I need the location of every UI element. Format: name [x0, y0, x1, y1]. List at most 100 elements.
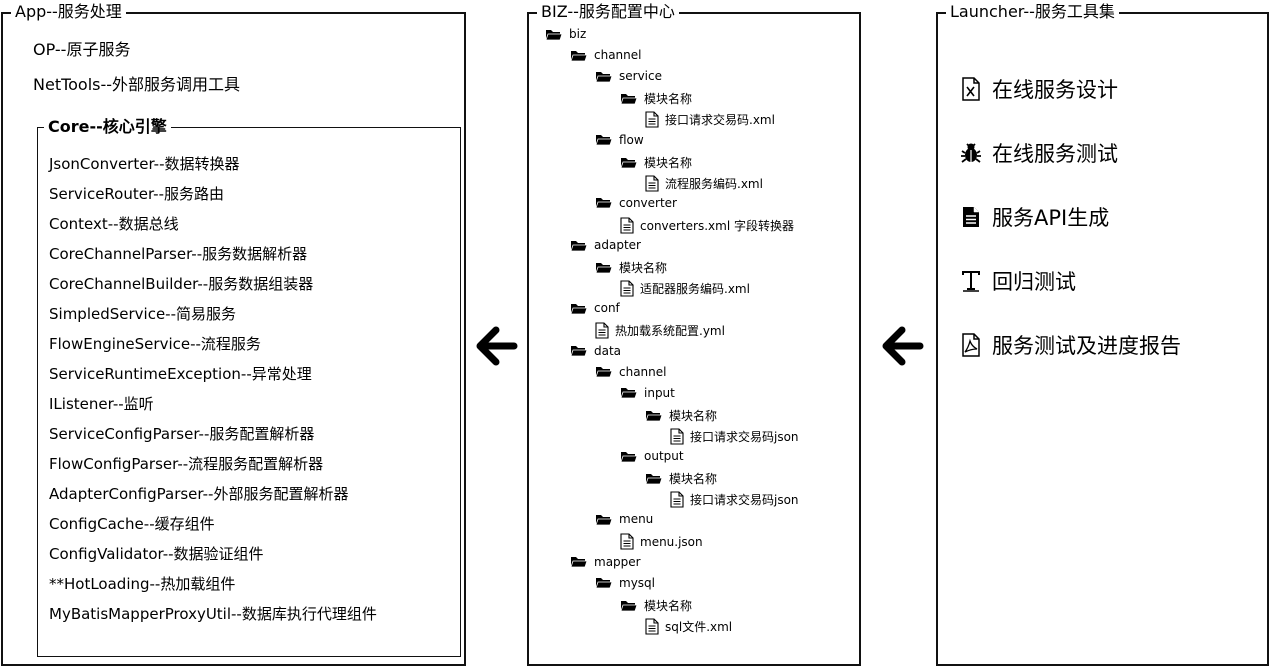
tree-file[interactable]: converters.xml 字段转换器 [620, 217, 794, 234]
tree-label: 模块名称 [669, 472, 718, 487]
excel-file-icon [960, 77, 982, 101]
tree-folder[interactable]: output [620, 449, 684, 463]
tree-folder[interactable]: mysql [595, 576, 655, 590]
folder-icon [595, 133, 619, 146]
tree-folder[interactable]: 模块名称 [620, 154, 692, 171]
app-item-op: OP--原子服务 [33, 40, 131, 59]
folder-icon [595, 365, 619, 378]
tree-folder[interactable]: menu [595, 512, 653, 526]
tree-label: flow [619, 132, 644, 147]
core-item: CoreChannelParser--服务数据解析器 [49, 245, 308, 263]
folder-icon [545, 28, 569, 41]
bug-icon [960, 141, 982, 165]
tree-label: 模块名称 [644, 598, 693, 613]
tool-api-generate[interactable]: 服务API生成 [960, 202, 1109, 232]
tree-label: 适配器服务编码.xml [640, 282, 750, 297]
file-icon [645, 175, 665, 192]
tree-file[interactable]: 接口请求交易码.xml [645, 111, 775, 128]
tool-online-design[interactable]: 在线服务设计 [960, 74, 1118, 104]
tree-file[interactable]: 流程服务编码.xml [645, 175, 763, 192]
tree-file[interactable]: sql文件.xml [645, 618, 732, 635]
folder-icon [620, 386, 644, 399]
tool-online-test[interactable]: 在线服务测试 [960, 138, 1118, 168]
arrow-left-icon [882, 326, 924, 366]
tree-file[interactable]: 适配器服务编码.xml [620, 280, 750, 297]
tree-label: service [619, 69, 662, 84]
tree-file[interactable]: 热加载系统配置.yml [595, 322, 725, 339]
folder-icon [570, 302, 594, 315]
folder-icon [620, 599, 644, 612]
tree-folder[interactable]: channel [595, 365, 666, 379]
app-panel: App--服务处理 OP--原子服务 NetTools--外部服务调用工具 Co… [1, 2, 466, 666]
app-item-nettools: NetTools--外部服务调用工具 [33, 75, 241, 94]
tool-label: 服务API生成 [992, 206, 1110, 230]
tree-folder[interactable]: conf [570, 301, 620, 315]
tree-folder[interactable]: flow [595, 133, 644, 147]
tree-folder[interactable]: 模块名称 [645, 470, 717, 487]
core-panel-title: Core--核心引擎 [44, 117, 171, 137]
folder-icon [645, 472, 669, 485]
tree-label: menu [619, 512, 654, 527]
core-item: ConfigValidator--数据验证组件 [49, 545, 264, 563]
file-icon [595, 322, 615, 339]
tool-label: 在线服务测试 [992, 142, 1118, 166]
biz-panel-title: BIZ--服务配置中心 [537, 2, 679, 22]
tree-folder[interactable]: converter [595, 196, 677, 210]
file-icon [645, 618, 665, 635]
tree-folder[interactable]: 模块名称 [645, 407, 717, 424]
tree-folder[interactable]: mapper [570, 555, 641, 569]
app-panel-title: App--服务处理 [11, 2, 126, 22]
launcher-panel-title: Launcher--服务工具集 [946, 2, 1119, 22]
tree-label: 热加载系统配置.yml [615, 324, 725, 339]
tree-label: 接口请求交易码json [690, 493, 799, 508]
core-item: JsonConverter--数据转换器 [49, 155, 240, 173]
tree-label: biz [569, 27, 587, 41]
folder-icon [595, 196, 619, 209]
core-item: FlowConfigParser--流程服务配置解析器 [49, 455, 324, 473]
folder-icon [620, 92, 644, 105]
tree-folder[interactable]: biz [545, 27, 586, 41]
folder-icon [620, 450, 644, 463]
folder-icon [595, 513, 619, 526]
tree-label: channel [594, 48, 642, 63]
tree-label: 接口请求交易码json [690, 429, 799, 444]
tool-regression-test[interactable]: 回归测试 [960, 266, 1076, 296]
file-icon [670, 428, 690, 445]
tree-label: 模块名称 [619, 261, 668, 276]
tree-label: 流程服务编码.xml [665, 176, 763, 191]
core-item: ServiceRuntimeException--异常处理 [49, 365, 312, 383]
tree-folder[interactable]: 模块名称 [595, 259, 667, 276]
tool-label: 在线服务设计 [992, 78, 1118, 102]
core-item: CoreChannelBuilder--服务数据组装器 [49, 275, 314, 293]
tree-folder[interactable]: input [620, 386, 675, 400]
folder-icon [620, 156, 644, 169]
core-item: ServiceConfigParser--服务配置解析器 [49, 425, 315, 443]
tree-folder[interactable]: data [570, 344, 621, 358]
tree-folder[interactable]: adapter [570, 238, 641, 252]
file-icon [620, 533, 640, 550]
tree-folder[interactable]: channel [570, 48, 641, 62]
tree-label: adapter [594, 238, 641, 252]
tree-label: menu.json [640, 534, 703, 549]
core-item: MyBatisMapperProxyUtil--数据库执行代理组件 [49, 605, 377, 623]
pdf-file-icon [960, 333, 982, 357]
core-item: Context--数据总线 [49, 215, 179, 233]
tree-label: mysql [619, 575, 655, 590]
tree-file[interactable]: menu.json [620, 533, 703, 550]
tree-file[interactable]: 接口请求交易码json [670, 428, 799, 445]
tree-file[interactable]: 接口请求交易码json [670, 491, 799, 508]
tree-label: data [594, 343, 622, 358]
tool-label: 回归测试 [992, 270, 1076, 294]
tree-folder[interactable]: service [595, 69, 662, 83]
tree-folder[interactable]: 模块名称 [620, 90, 692, 107]
core-item: **HotLoading--热加载组件 [49, 575, 236, 593]
file-icon [670, 491, 690, 508]
tool-test-report[interactable]: 服务测试及进度报告 [960, 330, 1181, 360]
tree-label: mapper [594, 554, 641, 569]
tree-folder[interactable]: 模块名称 [620, 597, 692, 614]
tree-label: converter [619, 195, 677, 210]
tree-label: 模块名称 [644, 155, 693, 170]
core-item: SimpledService--简易服务 [49, 305, 237, 323]
